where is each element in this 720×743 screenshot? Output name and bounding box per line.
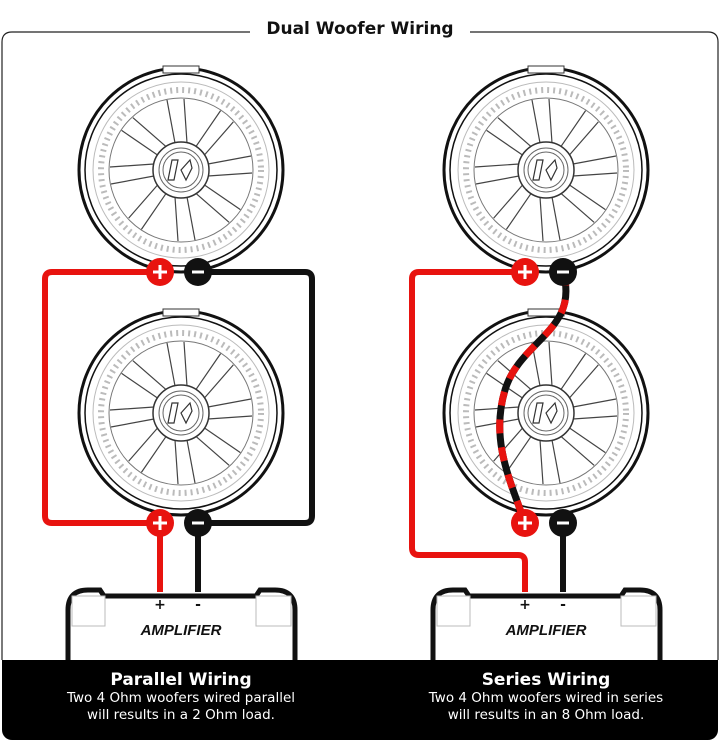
caption-footer bbox=[2, 660, 718, 740]
series-positive-wire bbox=[409, 269, 528, 592]
frame-border bbox=[1, 31, 719, 660]
woofer-series-top bbox=[444, 66, 648, 272]
parallel-positive-wire bbox=[42, 269, 160, 526]
woofer-parallel-top bbox=[79, 66, 283, 272]
caption-line: Two 4 Ohm woofers wired parallel bbox=[66, 690, 296, 706]
amp-positive-label: + bbox=[154, 597, 166, 613]
diagram-title: Dual Woofer Wiring bbox=[0, 19, 720, 39]
series-caption: Series Wiring Two 4 Ohm woofers wired in… bbox=[376, 670, 716, 724]
caption-heading: Series Wiring bbox=[481, 670, 611, 690]
terminals bbox=[144, 256, 579, 539]
caption-heading: Parallel Wiring bbox=[110, 670, 252, 690]
caption-line: will results in an 8 Ohm load. bbox=[447, 707, 645, 723]
amplifier-shape bbox=[65, 587, 298, 665]
amp-negative-label: - bbox=[195, 597, 201, 613]
parallel-negative-wire bbox=[198, 269, 315, 526]
amp-negative-label: - bbox=[560, 597, 566, 613]
parallel-caption: Parallel Wiring Two 4 Ohm woofers wired … bbox=[11, 670, 351, 724]
amplifier-label: AMPLIFIER bbox=[505, 622, 587, 639]
woofer-parallel-bottom bbox=[79, 309, 283, 515]
caption-line: Two 4 Ohm woofers wired in series bbox=[428, 690, 664, 706]
amp-positive-label: + bbox=[519, 597, 531, 613]
woofer-series-bottom bbox=[444, 309, 648, 515]
caption-line: will results in a 2 Ohm load. bbox=[87, 707, 275, 723]
amplifier-label: AMPLIFIER bbox=[140, 622, 222, 639]
